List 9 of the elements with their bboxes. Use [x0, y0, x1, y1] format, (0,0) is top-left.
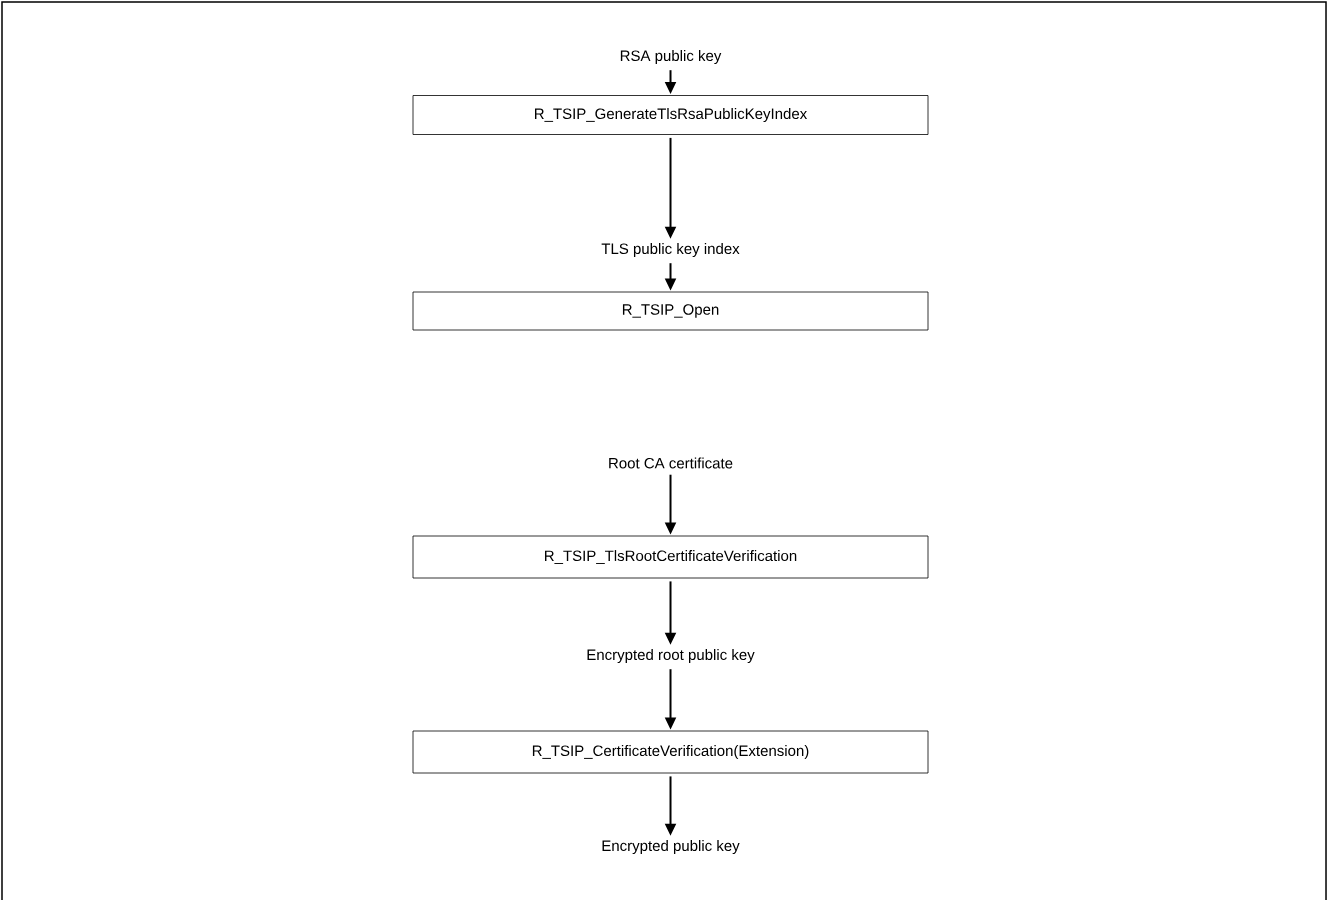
function-box: R_TSIP_TlsRootCertificateVerification [412, 535, 929, 579]
data-label: RSA public key [620, 50, 722, 64]
data-label: Encrypted public key [602, 840, 740, 854]
function-box: R_TSIP_CertificateVerification(Extension) [412, 730, 929, 774]
data-label: TLS public key index [601, 243, 740, 257]
data-label: Root CA certificate [609, 457, 733, 469]
function-box: R_TSIP_Open [412, 291, 929, 331]
function-box: R_TSIP_GenerateTlsRsaPublicKeyIndex [412, 95, 929, 135]
data-label: Encrypted root public key [587, 649, 755, 663]
